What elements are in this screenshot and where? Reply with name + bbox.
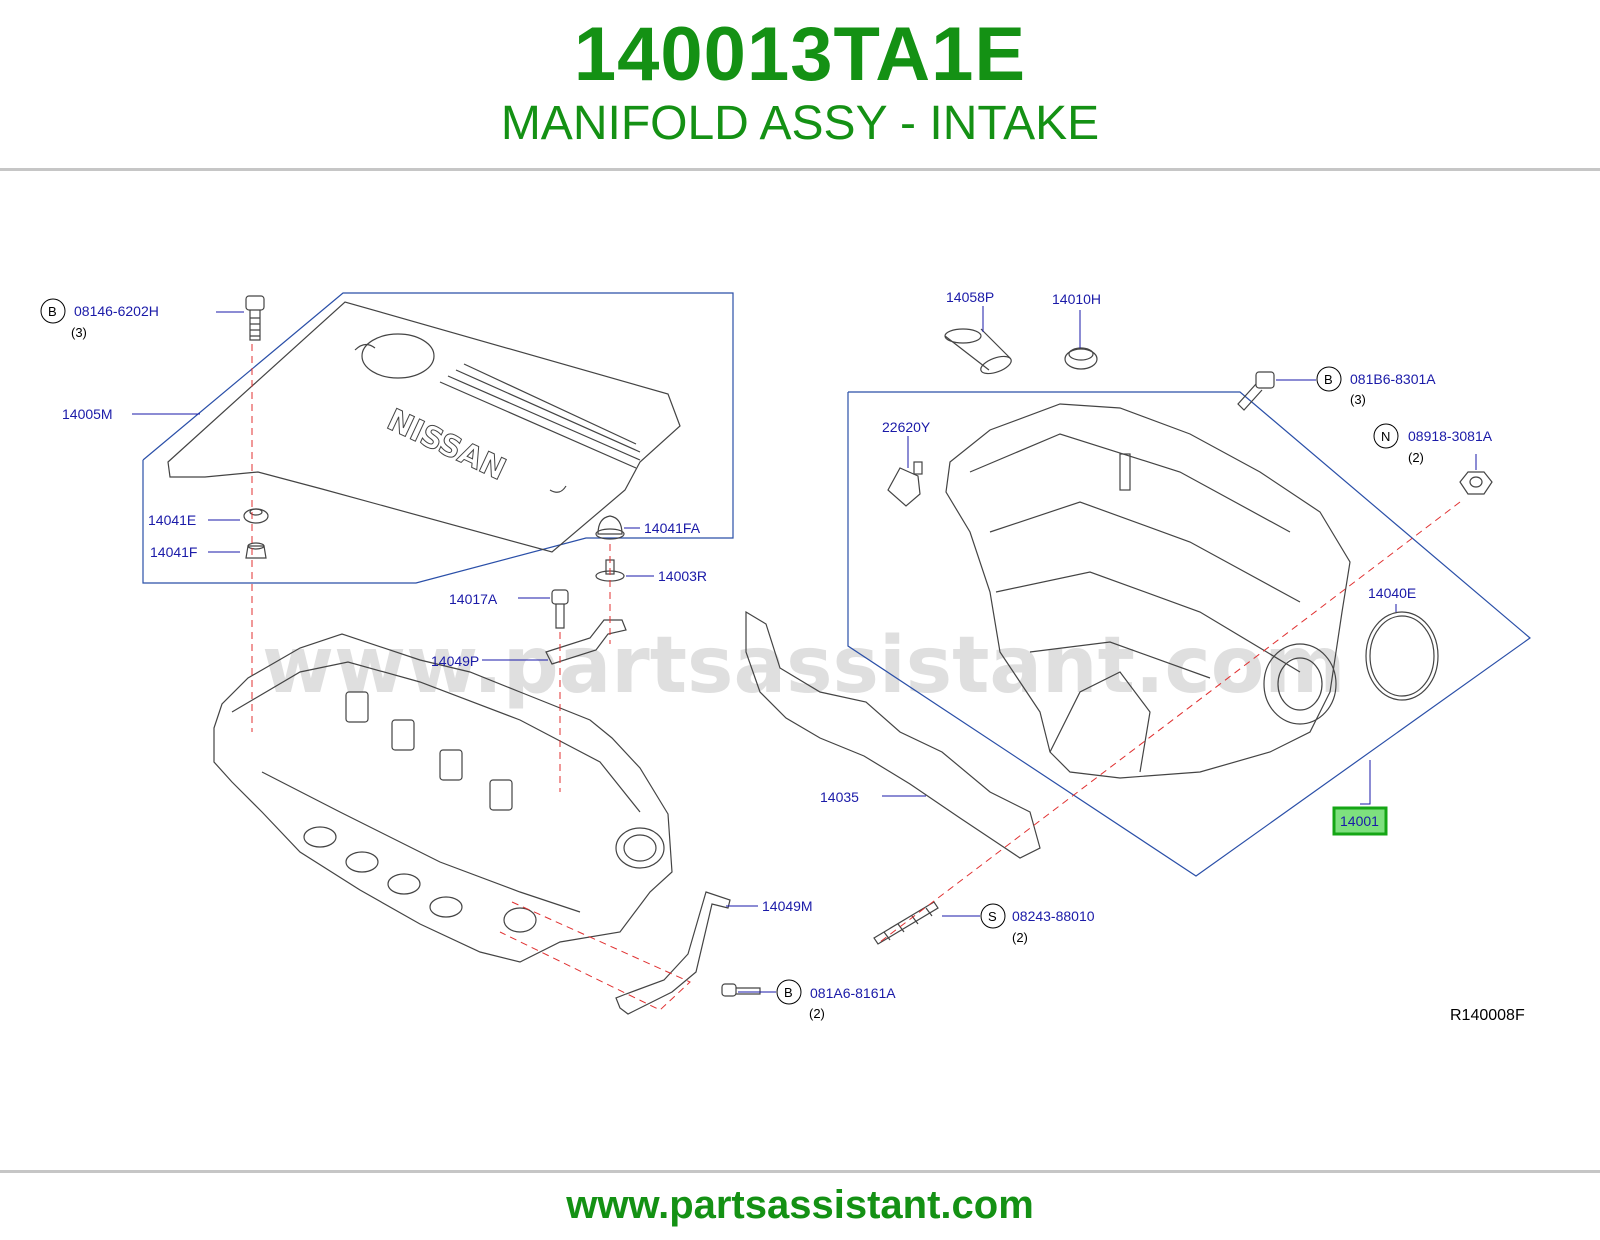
callout-08146-qty: (3) xyxy=(71,325,87,340)
part-number-title: 140013TA1E xyxy=(573,12,1027,97)
grommet-14041F-part xyxy=(245,542,267,559)
nissan-logo-text: NISSAN xyxy=(382,403,511,488)
callout-14058P[interactable]: 14058P xyxy=(946,289,994,305)
nut-08918-part xyxy=(1459,471,1493,495)
callout-14001-label: 14001 xyxy=(1340,813,1379,829)
callout-08146-label: 08146-6202H xyxy=(74,303,159,319)
watermark-text: www.partsassistant.com xyxy=(262,621,1346,711)
bolt-08146-part xyxy=(245,295,265,341)
callout-14005M[interactable]: 14005M xyxy=(62,406,113,422)
callout-14010H[interactable]: 14010H xyxy=(1052,291,1101,307)
intake-manifold-part xyxy=(945,403,1351,779)
footer-website-link[interactable]: www.partsassistant.com xyxy=(566,1183,1034,1227)
callout-08243-qty: (2) xyxy=(1012,930,1028,945)
callout-14017A[interactable]: 14017A xyxy=(449,591,498,607)
callout-081A6-mark: B xyxy=(784,985,793,1000)
callout-08918-qty: (2) xyxy=(1408,450,1424,465)
cylinder-head-part xyxy=(213,633,673,963)
stud-08243-part xyxy=(873,901,939,945)
callout-14003R[interactable]: 14003R xyxy=(658,568,707,584)
parts-diagram: www.partsassistant.com NISSAN xyxy=(40,289,1531,1024)
page-header: 140013TA1E MANIFOLD ASSY - INTAKE xyxy=(0,0,1600,168)
header-divider xyxy=(0,168,1600,171)
callout-08918-3081A[interactable]: N 08918-3081A (2) xyxy=(1373,423,1493,465)
gasket-14035-part xyxy=(745,610,1041,859)
callout-081B6-mark: B xyxy=(1324,372,1333,387)
callout-081B6-8301A[interactable]: B 081B6-8301A (3) xyxy=(1316,366,1436,407)
cover-group-frame xyxy=(142,292,734,584)
callout-14041FA[interactable]: 14041FA xyxy=(644,520,701,536)
callout-081A6-8161A[interactable]: B 081A6-8161A (2) xyxy=(776,979,896,1021)
grommet-14041E-part xyxy=(243,508,269,524)
callout-081B6-label: 081B6-8301A xyxy=(1350,371,1436,387)
part-name-subtitle: MANIFOLD ASSY - INTAKE xyxy=(500,97,1100,150)
callout-08918-mark: N xyxy=(1381,429,1390,444)
callout-14001-highlighted[interactable]: 14001 xyxy=(1332,806,1388,836)
callout-22620Y[interactable]: 22620Y xyxy=(882,419,931,435)
leader-14001 xyxy=(1360,760,1371,805)
callout-08243-mark: S xyxy=(988,909,997,924)
diagram-reference-code: R140008F xyxy=(1450,1007,1525,1024)
callout-081B6-qty: (3) xyxy=(1350,392,1366,407)
callout-08146-mark: B xyxy=(48,304,57,319)
manifold-group-frame xyxy=(847,391,1531,877)
centerline-manifold-stud xyxy=(879,501,1461,943)
bracket-14049P-part xyxy=(545,619,627,665)
gasket-14040E-part xyxy=(1365,611,1439,701)
bolt-081A6-part xyxy=(721,983,761,997)
bolt-14017A-part xyxy=(551,589,569,629)
callout-14049M[interactable]: 14049M xyxy=(762,898,813,914)
callout-08243-label: 08243-88010 xyxy=(1012,908,1095,924)
clamp-14010H-part xyxy=(1064,347,1098,370)
callout-08146-6202H[interactable]: B 08146-6202H (3) xyxy=(40,298,159,340)
bolt-081B6-part xyxy=(1237,371,1275,411)
callout-14041F[interactable]: 14041F xyxy=(150,544,197,560)
sensor-22620Y-part xyxy=(887,461,923,507)
callout-081A6-qty: (2) xyxy=(809,1006,825,1021)
bracket-14049M-part xyxy=(615,891,731,1015)
callout-08243-88010[interactable]: S 08243-88010 (2) xyxy=(980,903,1095,945)
grommet-14041FA-part xyxy=(595,515,625,540)
callout-14041E[interactable]: 14041E xyxy=(148,512,196,528)
callout-14040E[interactable]: 14040E xyxy=(1368,585,1416,601)
footer-divider xyxy=(0,1170,1600,1173)
callout-14049P[interactable]: 14049P xyxy=(431,653,479,669)
centerline-14049M xyxy=(499,901,691,1011)
callout-081A6-label: 081A6-8161A xyxy=(810,985,896,1001)
hose-14058P-part xyxy=(944,328,1012,375)
callout-08918-label: 08918-3081A xyxy=(1408,428,1493,444)
callout-14035[interactable]: 14035 xyxy=(820,789,859,805)
